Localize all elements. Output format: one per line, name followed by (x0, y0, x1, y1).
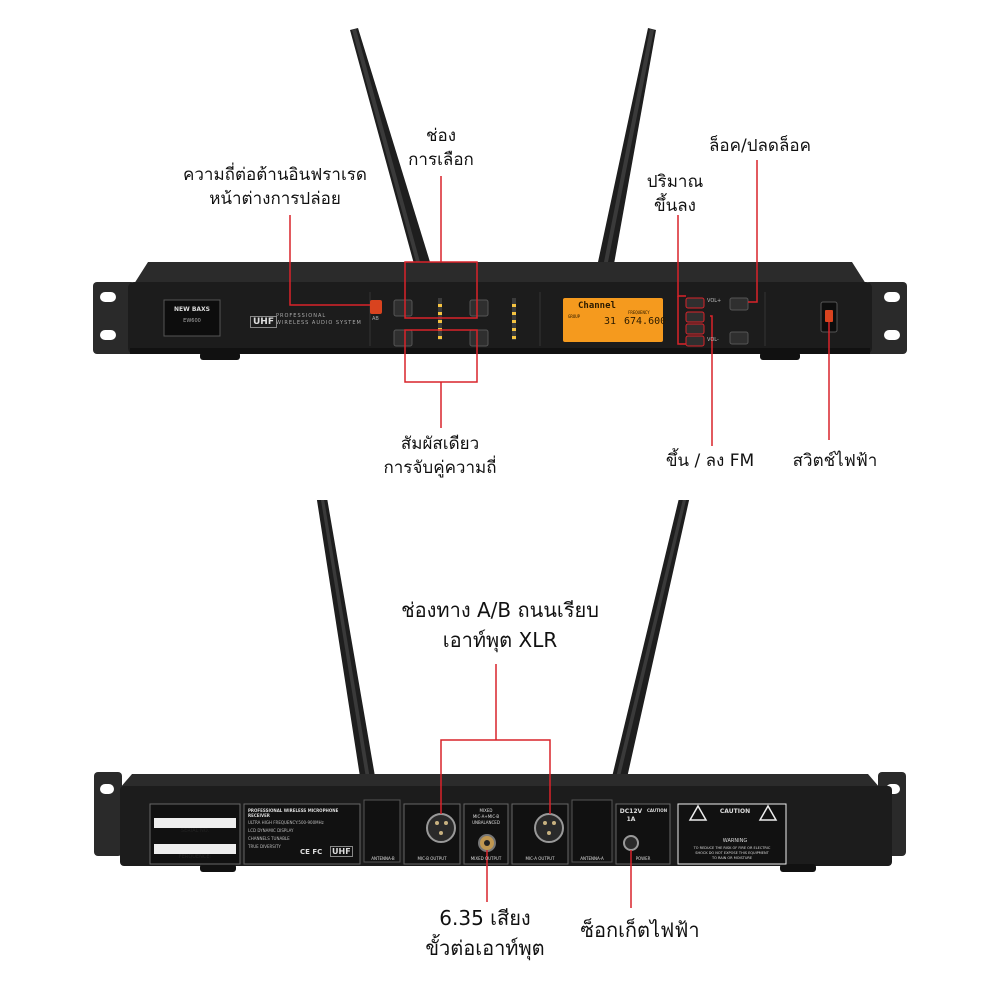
brand-label: NEW BAXS (174, 306, 210, 313)
model-label: EW600 (183, 318, 201, 324)
channel-a-sync-button[interactable] (469, 329, 489, 347)
callout-fm: ขึ้น / ลง FM (650, 449, 770, 473)
callout-power-socket: ซ็อกเก็ตไฟฟ้า (560, 915, 720, 945)
lock-button[interactable] (729, 297, 749, 311)
callout-ir-window: ความถี่ต่อต้านอินฟราเรด หน้าต่างการปล่อย (160, 163, 390, 211)
spec-title: PROFESSIONAL WIRELESS MICROPHONE RECEIVE… (248, 808, 339, 818)
callout-xlr-output-line1: ช่องทาง A/B ถนนเรียบ (401, 598, 599, 622)
serial-label: SERIAL NO. (180, 828, 210, 834)
callout-auto-sync-line2: การจับคู่ความถี่ (383, 458, 497, 478)
front-rack-ear-right (865, 282, 907, 354)
front-receiver-illustration (93, 28, 907, 446)
power-label: POWER (635, 856, 651, 861)
lcd-sub-right: FREQUENCY (628, 310, 650, 315)
channel-b-sync-button[interactable] (393, 329, 413, 347)
mixed-header-1: MIXED (479, 808, 493, 813)
lcd-title: Channel (578, 301, 616, 311)
vol-minus-button[interactable] (685, 335, 705, 347)
front-antenna-left (350, 28, 430, 264)
callout-volume-line1: ปริมาณ (646, 172, 704, 192)
channel-b-select-button[interactable] (393, 299, 413, 317)
callout-lock-unlock: ล็อค/ปลดล็อค (690, 134, 830, 158)
lcd-frequency: 674.600 (624, 316, 667, 327)
warning-line-2: SHOCK DO NOT EXPOSE THIS EQUIPMENT (695, 851, 769, 855)
level-meter-a (512, 298, 516, 340)
antenna-a-label: ANTENNA-A (580, 856, 604, 861)
power-socket[interactable] (623, 835, 639, 851)
mixed-header-3: UNBALANCED (472, 820, 500, 825)
warning-label: WARNING (722, 838, 748, 844)
callout-auto-sync-line1: สัมผัสเดียว (400, 434, 480, 454)
callout-power-switch: สวิตช์ไฟฟ้า (780, 449, 890, 473)
cert-marks: CE FC (300, 848, 323, 856)
lcd-display (563, 298, 663, 342)
lcd-sub-left: GROUP (568, 314, 581, 319)
fm-up-button[interactable] (685, 311, 705, 323)
callout-mixed-output-line1: 6.35 เสียง (439, 906, 531, 930)
vol-minus-label: VOL- (707, 337, 719, 343)
set-button[interactable] (729, 331, 749, 345)
caution-title: CAUTION (646, 808, 668, 813)
callout-volume-line2: ขึ้นลง (654, 196, 696, 216)
callout-channel-select-line1: ช่อง (425, 126, 457, 146)
channel-a-select-button[interactable] (469, 299, 489, 317)
ir-window (370, 300, 382, 314)
tagline-2: WIRELESS AUDIO SYSTEM (276, 320, 362, 326)
antenna-b-label: ANTENNA-B (371, 856, 395, 861)
warning-plate (677, 803, 787, 865)
callout-ir-window-line2: หน้าต่างการปล่อย (209, 189, 341, 209)
callout-lock-unlock-line1: ล็อค/ปลดล็อค (709, 136, 811, 156)
rear-antenna-right (594, 500, 690, 854)
rear-callout-lines (440, 664, 632, 908)
spec-line-3: CHANNELS TUNABLE (248, 836, 290, 841)
callout-auto-sync: สัมผัสเดียว การจับคู่ความถี่ (360, 432, 520, 480)
vol-plus-button[interactable] (685, 297, 705, 309)
callout-power-socket-line1: ซ็อกเก็ตไฟฟ้า (580, 918, 700, 942)
mic-a-xlr-jack[interactable] (534, 813, 564, 843)
mixed-output-label: MIXED OUTPUT (470, 856, 502, 861)
rear-receiver-illustration (94, 500, 906, 908)
callout-channel-select: ช่อง การเลือก (391, 124, 491, 172)
callout-fm-line1: ขึ้น / ลง FM (665, 451, 755, 471)
mixed-header-2: MIC-A+MIC-B (472, 814, 500, 819)
power-panel (615, 803, 671, 865)
callout-ir-window-line1: ความถี่ต่อต้านอินฟราเรด (183, 165, 367, 185)
mic-a-output-label: MIC-A OUTPUT (525, 856, 555, 861)
spec-line-1: ULTRA HIGH FREQUENCY:500-900MHz (248, 820, 324, 825)
dc-label-2: 1A (626, 816, 636, 823)
callout-mixed-output: 6.35 เสียง ขั้วต่อเอาท์พุต (400, 903, 570, 963)
lcd-channel: 31 (604, 316, 617, 327)
rear-antenna-left (316, 500, 388, 854)
warning-line-3: TO RAIN OR MOISTURE (711, 856, 753, 860)
front-antenna-right (598, 28, 656, 264)
warning-header: CAUTION (719, 808, 751, 815)
callout-mixed-output-line2: ขั้วต่อเอาท์พุต (425, 936, 545, 960)
rear-uhf-badge: UHF (330, 846, 353, 857)
spec-plate (243, 803, 361, 865)
spec-line-2: LCD DYNAMIC DISPLAY (248, 828, 294, 833)
front-chassis (128, 282, 872, 354)
callout-power-switch-line1: สวิตช์ไฟฟ้า (792, 451, 878, 471)
mic-b-output-label: MIC-B OUTPUT (417, 856, 447, 861)
mixed-output-panel (463, 803, 509, 865)
tagline-1: PROFESSIONAL (276, 313, 327, 319)
front-callout-lines (289, 160, 830, 446)
callout-xlr-output-line2: เอาท์พุต XLR (442, 628, 558, 652)
level-meter-b (438, 298, 442, 340)
callout-xlr-output: ช่องทาง A/B ถนนเรียบ เอาท์พุต XLR (360, 595, 640, 655)
mic-b-xlr-jack[interactable] (426, 813, 456, 843)
ir-label: AB (372, 316, 379, 322)
uhf-badge: UHF (250, 316, 277, 328)
fm-down-button[interactable] (685, 323, 705, 335)
warning-line-1: TO REDUCE THE RISK OF FIRE OR ELECTRIC (693, 846, 771, 850)
callout-volume: ปริมาณ ขึ้นลง (625, 170, 725, 218)
front-rack-ear-left (93, 282, 135, 354)
spec-line-4: TRUE DIVERSITY (248, 844, 281, 849)
callout-channel-select-line2: การเลือก (408, 150, 474, 170)
vol-plus-label: VOL+ (707, 298, 722, 304)
brand-plate (163, 299, 221, 337)
dc-label-1: DC12V (619, 808, 643, 815)
frequency-label: FERQUENCE: (178, 854, 212, 860)
